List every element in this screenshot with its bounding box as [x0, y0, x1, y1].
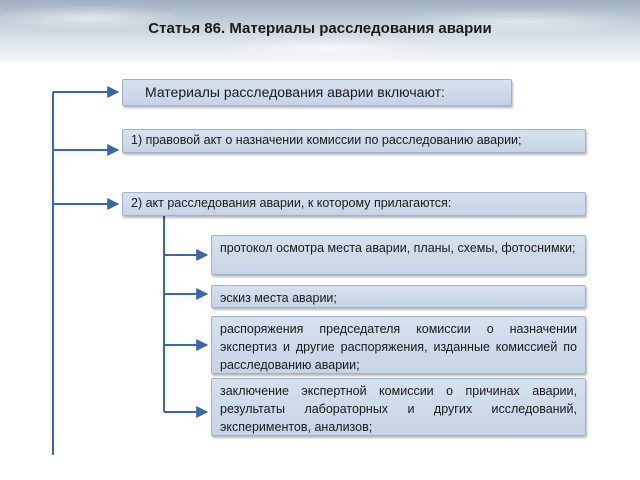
page-title: Статья 86. Материалы расследования авари… [148, 20, 492, 37]
sub-item-4-box: заключение экспертной комиссии о причина… [211, 378, 586, 436]
sub-item-3-box: распоряжения председателя комиссии о наз… [211, 316, 586, 374]
sub-item-1-box: протокол осмотра места аварии, планы, сх… [211, 235, 586, 275]
sub-item-2-box: эскиз места аварии; [211, 285, 586, 308]
header-banner [0, 0, 640, 62]
item-2-box: 2) акт расследования аварии, к которому … [122, 192, 586, 216]
item-1-box: 1) правовой акт о назначении комиссии по… [122, 129, 586, 153]
main-box: Материалы расследования аварии включают: [122, 79, 512, 106]
